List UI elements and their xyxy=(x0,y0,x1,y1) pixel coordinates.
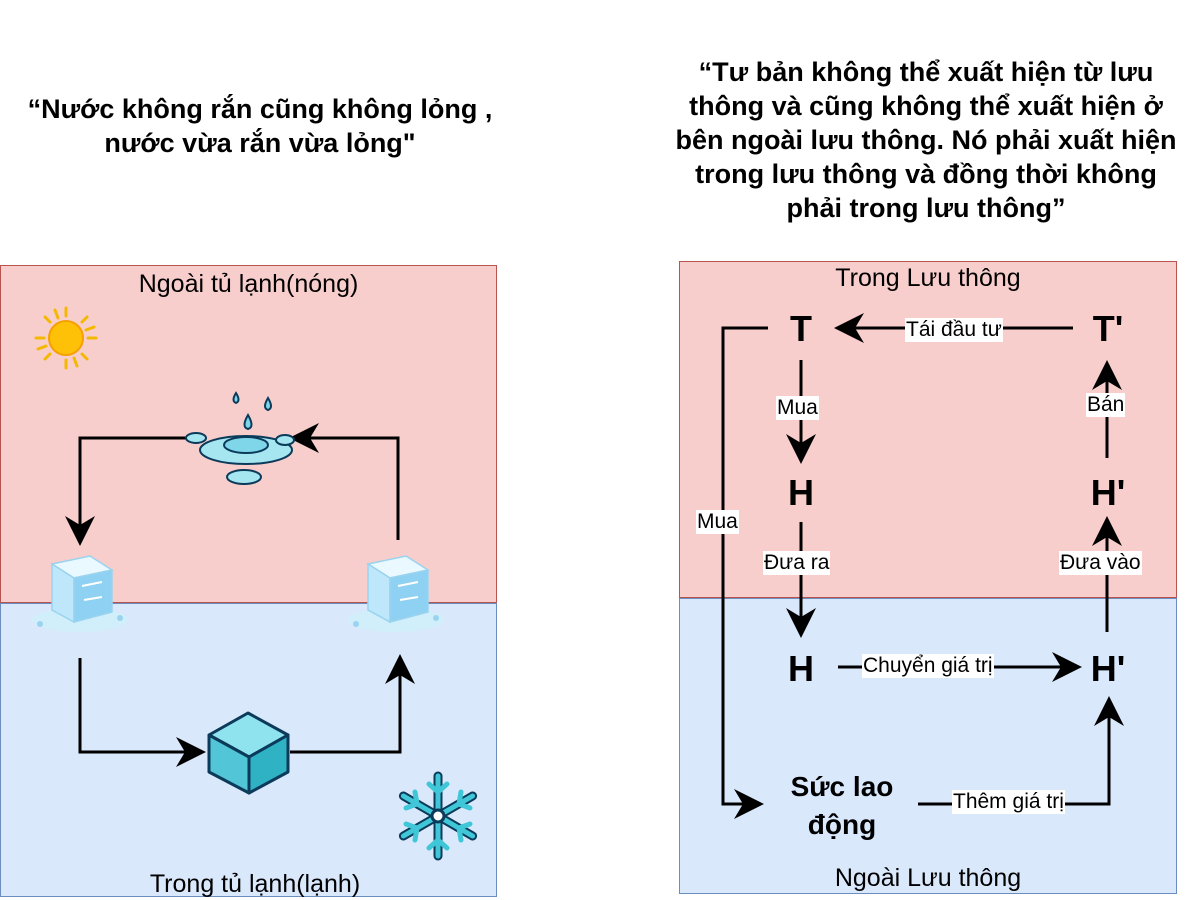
left-bottom-zone-label: Trong tủ lạnh(lạnh) xyxy=(149,870,361,898)
ice-cube-icon xyxy=(207,711,290,795)
node-h-prime-bottom: H' xyxy=(1090,648,1126,689)
arrow-water-to-ice-left xyxy=(65,436,190,546)
right-quote: “Tư bản không thể xuất hiện từ lưu thông… xyxy=(675,57,1177,223)
left-diagram-svg xyxy=(32,306,478,861)
label-sell: Bán xyxy=(1086,393,1126,417)
label-buy-left: Mua xyxy=(696,510,739,534)
node-t: T xyxy=(790,308,812,349)
arrow-ice-left-to-cube xyxy=(78,658,206,767)
label-buy: Mua xyxy=(776,396,819,420)
edge-buy-left xyxy=(721,326,768,819)
outside-circulation-zone xyxy=(679,598,1177,894)
melting-ice-cube-icon xyxy=(32,555,128,632)
right-top-zone-label: Trong Lưu thông xyxy=(835,264,1021,292)
node-h-bottom: H xyxy=(788,648,814,689)
arrow-cube-to-ice-right xyxy=(290,654,415,754)
edge-add-value xyxy=(918,696,1124,806)
right-bottom-zone-label: Ngoài Lưu thông xyxy=(834,864,1022,892)
arrow-ice-right-to-water xyxy=(289,423,400,540)
label-bring-in: Đưa vào xyxy=(1059,551,1142,575)
snowflake-icon xyxy=(398,771,478,861)
node-labor-power: Sức lao động xyxy=(790,771,894,840)
label-reinvest: Tái đầu tư xyxy=(905,318,1003,342)
node-t-prime: T' xyxy=(1092,308,1124,349)
label-take-out: Đưa ra xyxy=(763,551,831,575)
label-add-value: Thêm giá trị xyxy=(952,790,1065,814)
left-top-zone-label: Ngoài tủ lạnh(nóng) xyxy=(138,270,359,298)
node-h-top: H xyxy=(788,472,814,513)
left-quote: “Nước không rắn cũng không lỏng , nước v… xyxy=(27,94,493,158)
melting-ice-cube-icon xyxy=(348,555,444,632)
sun-icon xyxy=(34,306,98,370)
water-drops-icon xyxy=(185,391,295,485)
label-transfer-value: Chuyển giá trị xyxy=(862,654,994,678)
node-h-prime-top: H' xyxy=(1090,472,1126,513)
